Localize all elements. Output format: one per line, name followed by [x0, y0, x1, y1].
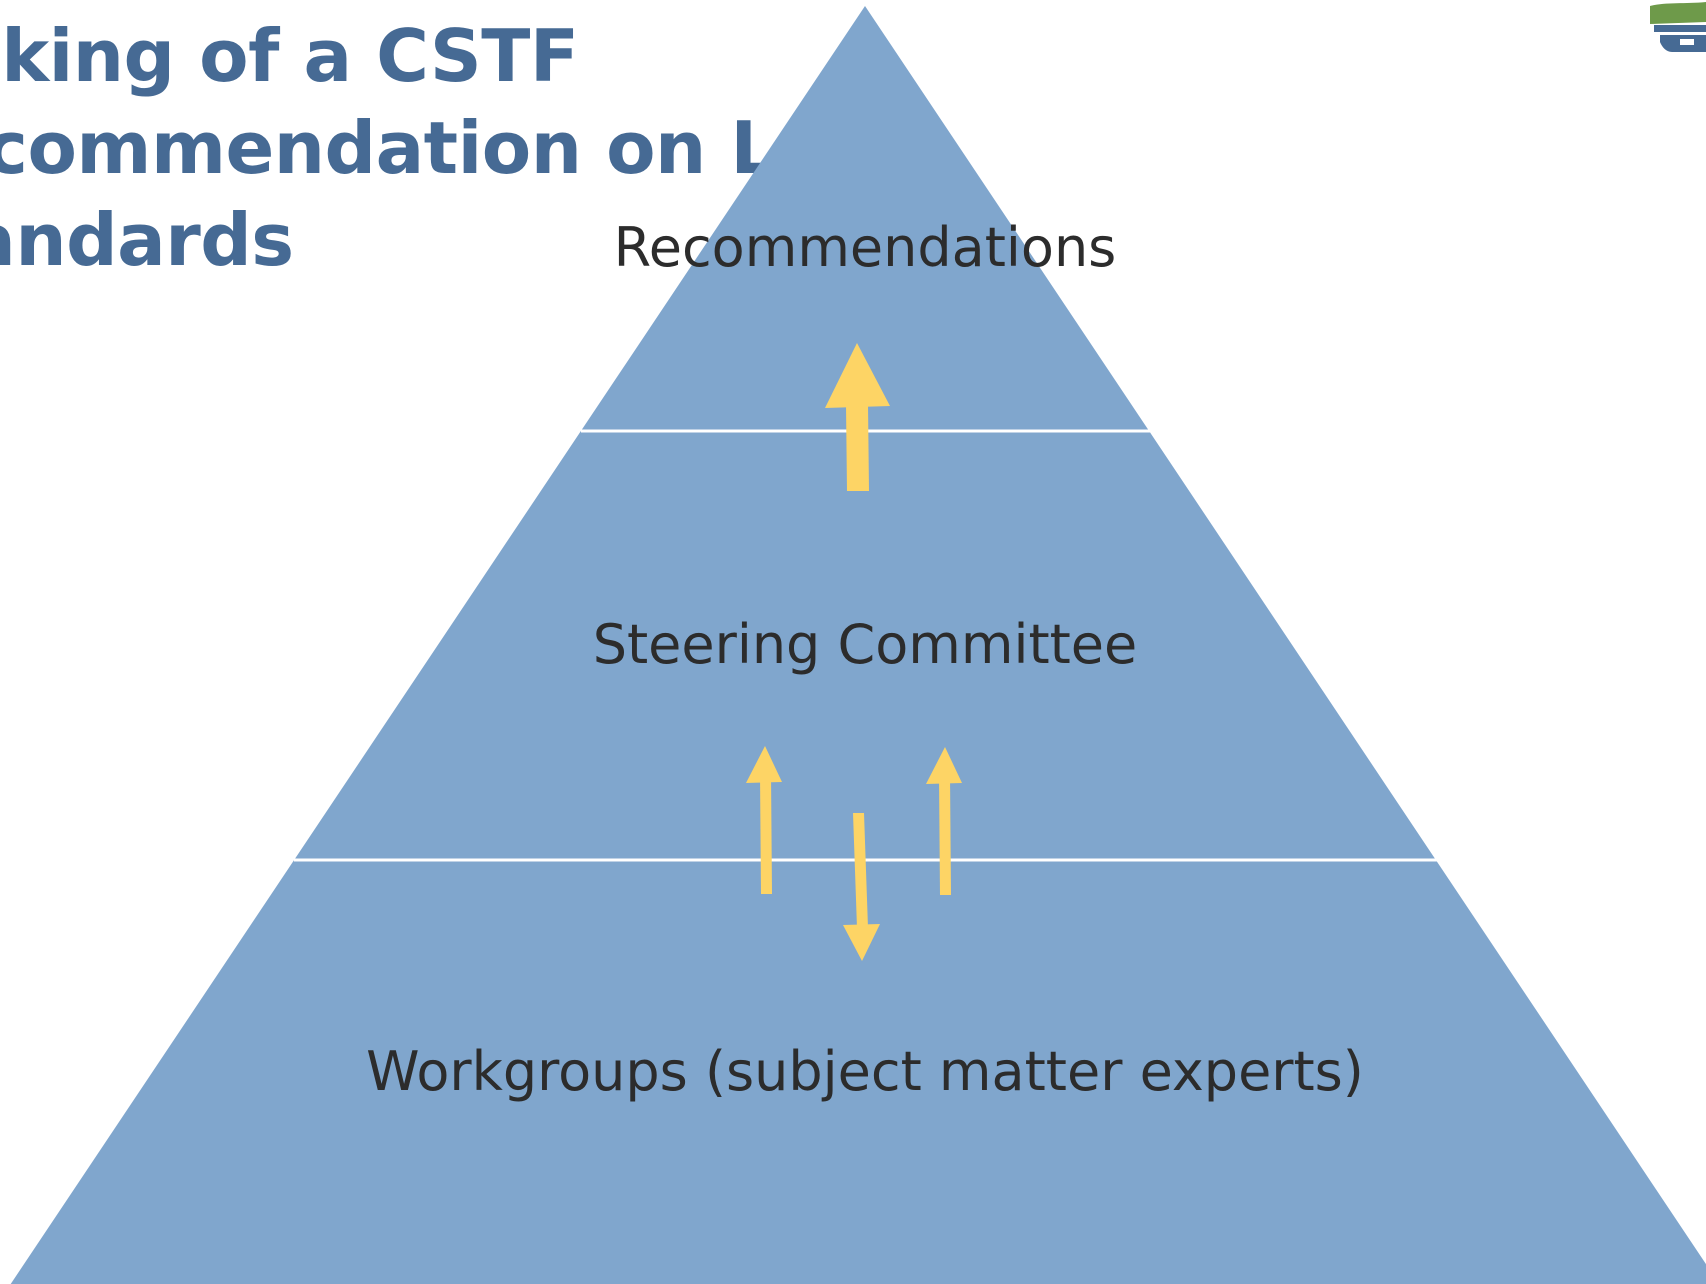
tier-label-steering-committee: Steering Committee: [593, 613, 1138, 676]
tier-label-recommendations: Recommendations: [614, 216, 1117, 279]
title-line-3: Standards: [0, 198, 294, 282]
up-arrow-icon: [825, 343, 890, 491]
pyramid-shape: [10, 6, 1706, 1284]
tier-label-workgroups: Workgroups (subject matter experts): [366, 1040, 1364, 1103]
up-arrow-icon: [926, 747, 962, 895]
organization-logo-icon: [1650, 2, 1706, 52]
up-arrow-icon: [746, 746, 782, 894]
title-line-1: Making of a CSTF: [0, 14, 579, 98]
down-arrow-icon: [843, 813, 880, 961]
